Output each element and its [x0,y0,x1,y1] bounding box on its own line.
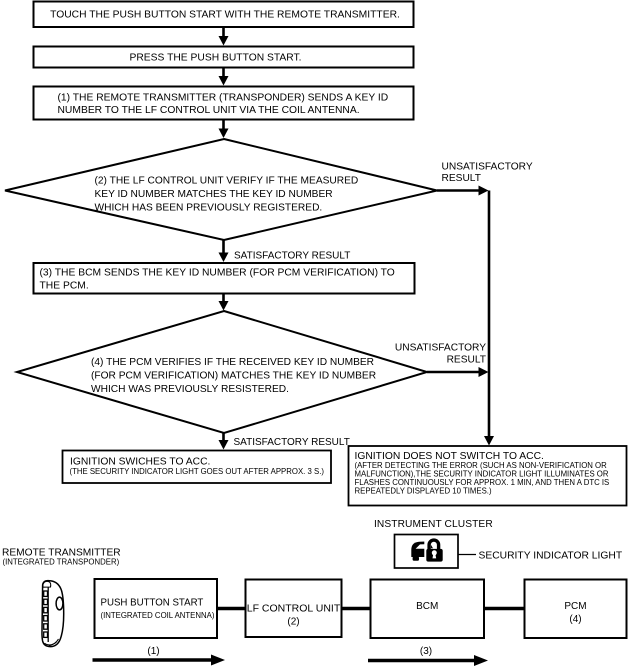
svg-text:(2): (2) [287,617,299,628]
svg-text:(1) THE REMOTE TRANSMITTER (TR: (1) THE REMOTE TRANSMITTER (TRANSPONDER)… [58,93,389,104]
svg-text:IGNITION SWICHES TO ACC.: IGNITION SWICHES TO ACC. [70,457,210,468]
svg-text:(1): (1) [147,646,159,657]
svg-text:RESULT: RESULT [442,173,481,184]
svg-text:PRESS THE PUSH BUTTON START.: PRESS THE PUSH BUTTON START. [129,53,301,64]
svg-text:(4): (4) [569,614,581,625]
svg-text:KEY ID NUMBER MATCHES THE KEY: KEY ID NUMBER MATCHES THE KEY ID NUMBER [95,189,333,200]
svg-text:THE PCM.: THE PCM. [40,281,89,292]
svg-text:BCM: BCM [416,601,438,612]
svg-text:SATISFACTORY RESULT: SATISFACTORY RESULT [234,437,350,448]
svg-text:TOUCH THE PUSH BUTTON START WI: TOUCH THE PUSH BUTTON START WITH THE REM… [50,10,400,21]
svg-text:REPEATEDLY DISPLAYED 10 TIMES.: REPEATEDLY DISPLAYED 10 TIMES.) [355,487,492,496]
svg-text:SATISFACTORY RESULT: SATISFACTORY RESULT [234,251,350,262]
svg-text:REMOTE TRANSMITTER: REMOTE TRANSMITTER [2,548,121,559]
svg-text:UNSATISFACTORY: UNSATISFACTORY [442,162,533,173]
svg-text:MALFUNCTION),THE SECURITY INDI: MALFUNCTION),THE SECURITY INDICATOR LIGH… [355,470,609,479]
svg-text:PCM: PCM [564,601,586,612]
svg-text:IGNITION DOES NOT SWITCH TO AC: IGNITION DOES NOT SWITCH TO ACC. [355,451,544,462]
svg-text:(2) THE LF CONTROL UNIT VERIFY: (2) THE LF CONTROL UNIT VERIFY IF THE ME… [95,176,359,187]
svg-text:WHICH WAS PREVIOUSLY RESISTERE: WHICH WAS PREVIOUSLY RESISTERED. [91,384,289,395]
svg-text:(INTEGRATED COIL ANTENNA): (INTEGRATED COIL ANTENNA) [101,611,215,620]
svg-text:INSTRUMENT CLUSTER: INSTRUMENT CLUSTER [374,519,493,530]
svg-text:UNSATISFACTORY: UNSATISFACTORY [395,343,486,354]
svg-text:LF CONTROL UNIT: LF CONTROL UNIT [247,603,341,615]
svg-text:NUMBER TO THE LF CONTROL UNIT: NUMBER TO THE LF CONTROL UNIT VIA THE CO… [58,105,360,116]
svg-text:WHICH HAS BEEN PREVIOUSLY REGI: WHICH HAS BEEN PREVIOUSLY REGISTERED. [95,202,323,213]
svg-text:RESULT: RESULT [447,355,486,366]
svg-text:(FOR PCM VERIFICATION) MATCHES: (FOR PCM VERIFICATION) MATCHES THE KEY I… [91,370,376,381]
svg-text:(INTEGRATED TRANSPONDER): (INTEGRATED TRANSPONDER) [3,558,120,567]
svg-text:(THE SECURITY INDICATOR LIGHT: (THE SECURITY INDICATOR LIGHT GOES OUT A… [70,467,325,476]
svg-text:SECURITY INDICATOR LIGHT: SECURITY INDICATOR LIGHT [479,551,623,562]
svg-text:(3): (3) [420,646,432,657]
svg-text:FLASHES CONTINUOUSLY FOR APPRO: FLASHES CONTINUOUSLY FOR APPROX. 1 MIN, … [355,478,610,487]
svg-text:(3) THE BCM SENDS THE KEY ID N: (3) THE BCM SENDS THE KEY ID NUMBER (FOR… [40,268,395,279]
svg-text:(4) THE PCM VERIFIES IF THE RE: (4) THE PCM VERIFIES IF THE RECEIVED KEY… [91,357,374,368]
svg-text:PUSH BUTTON START: PUSH BUTTON START [101,598,204,609]
svg-text:(AFTER DETECTING THE ERROR (SU: (AFTER DETECTING THE ERROR (SUCH AS NON-… [355,461,608,470]
